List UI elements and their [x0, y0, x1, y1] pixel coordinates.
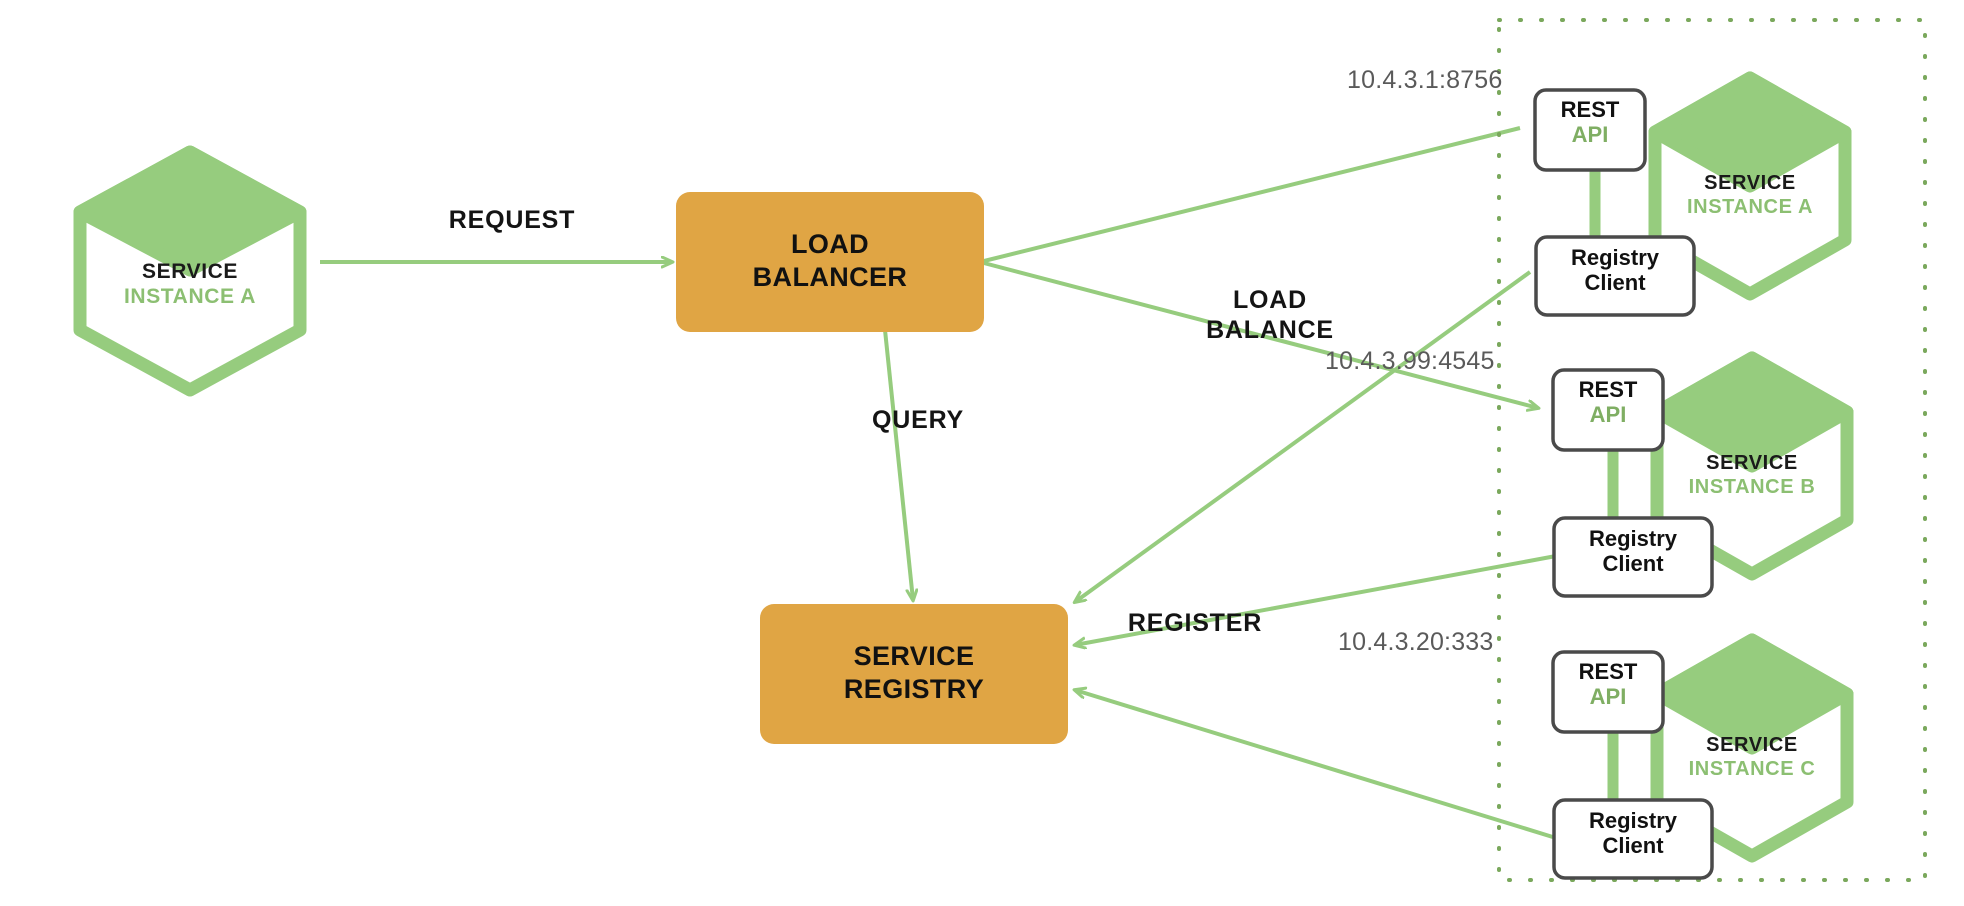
edge-register-b	[1075, 554, 1557, 645]
client-service-hexagon[interactable]	[73, 145, 307, 397]
edge-load-balance-b	[979, 260, 1538, 408]
rest-api-box-c[interactable]	[1551, 650, 1665, 734]
edge-register-c	[1075, 690, 1557, 840]
registry-client-box-a[interactable]	[1534, 235, 1696, 317]
service-registry-box[interactable]	[760, 604, 1068, 744]
edge-query	[883, 329, 913, 600]
registry-client-box-b[interactable]	[1552, 516, 1714, 598]
service-instance-a[interactable]	[1533, 71, 1852, 317]
service-instance-b[interactable]	[1551, 351, 1854, 598]
rest-api-box-a[interactable]	[1533, 88, 1647, 172]
load-balancer-box[interactable]	[676, 192, 984, 332]
edge-register-a	[1075, 270, 1532, 602]
service-instance-c[interactable]	[1551, 633, 1854, 880]
rest-api-box-b[interactable]	[1551, 368, 1665, 452]
registry-client-box-c[interactable]	[1552, 798, 1714, 880]
edge-load-balance-a	[979, 126, 1521, 264]
service-instances-group-boundary	[1497, 18, 1927, 882]
